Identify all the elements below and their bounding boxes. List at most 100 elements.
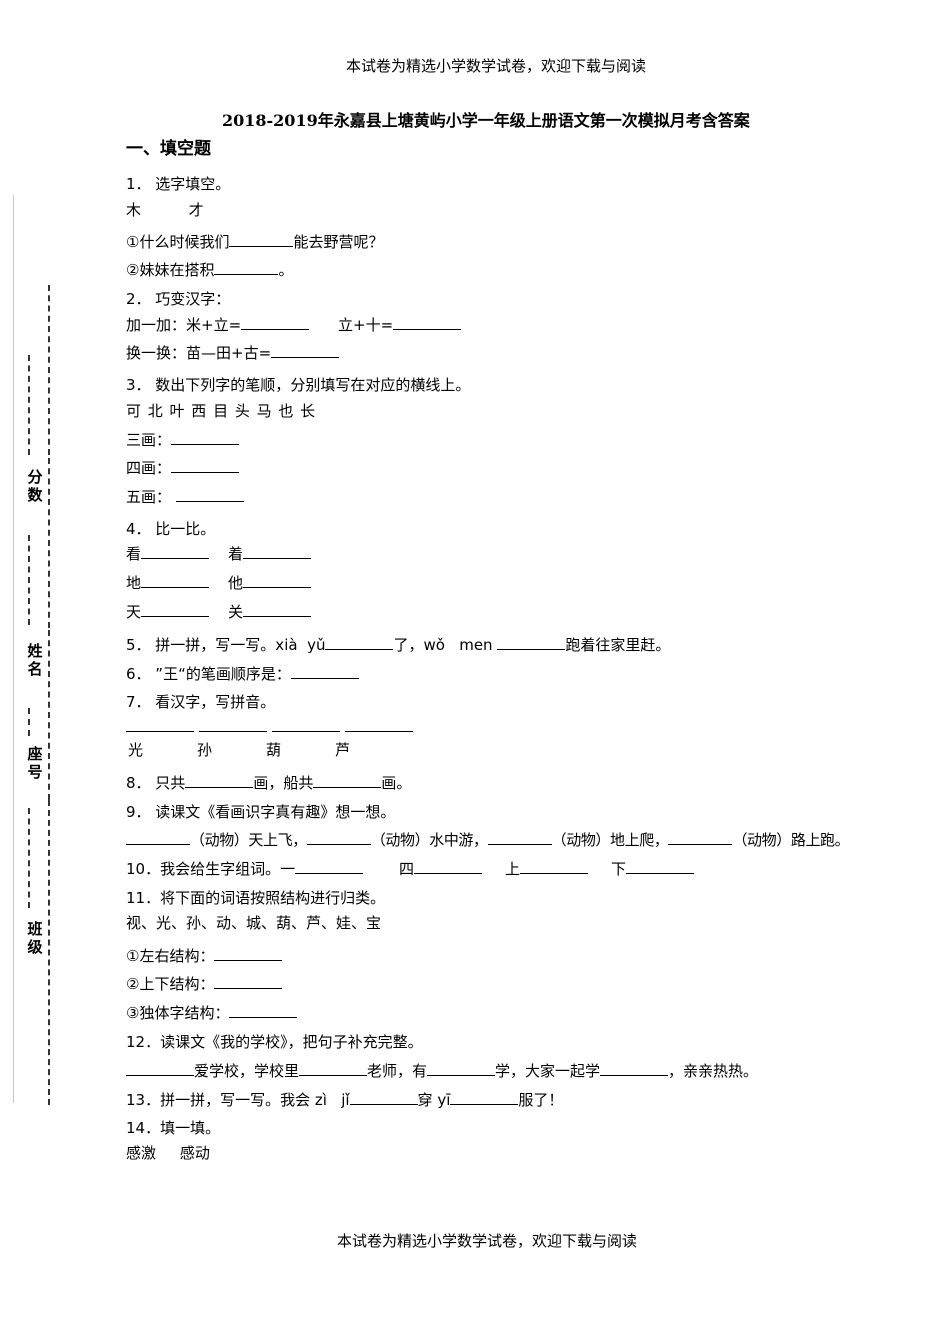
answer-blank[interactable] [185,773,254,788]
q4-r3a: 天 [126,603,142,621]
sidebar-score-label: 分数 [27,468,43,504]
q9-c: （动物）地上爬， [551,831,669,849]
q2-line-b: 立+十= [338,314,462,335]
q8-c: 画。 [381,774,412,792]
q11-l3: ③独体字结构： [126,1004,230,1022]
answer-blank[interactable] [306,830,371,845]
q3-line3: 五画： [126,486,244,507]
q3-l1: 三画： [126,431,172,449]
q10-b: 四 [399,860,415,878]
q4-row2: 地 [126,572,210,593]
answer-blank[interactable] [349,1090,418,1105]
q1-line1-a: ①什么时候我们 [126,233,230,251]
q10-c: 上 [505,860,521,878]
answer-blank[interactable] [393,315,462,330]
page-header: 本试卷为精选小学数学试卷，欢迎下载与阅读 [346,57,647,75]
q4-row2b: 他 [228,572,312,593]
q4-r1b: 着 [228,545,244,563]
q9-a: （动物）天上飞， [190,831,307,849]
answer-blank[interactable] [141,544,210,559]
answer-blank[interactable] [171,458,240,473]
q13-a: 13．拼一拼，写一写。我会 zì jǐ [126,1091,350,1109]
q4-r3b: 关 [228,603,244,621]
q3-chars: 可 北 叶 西 目 头 马 也 长 [126,402,317,420]
q12-b: 老师，有 [367,1062,428,1080]
answer-blank[interactable] [126,717,194,732]
answer-blank[interactable] [626,859,695,874]
answer-blank[interactable] [497,635,566,650]
q7-char-2: 孙 [197,741,213,759]
answer-blank[interactable] [243,602,312,617]
q4-row3b: 关 [228,601,312,622]
q1-line2-a: ②妹妹在搭积 [126,261,215,279]
answer-blank[interactable] [414,859,483,874]
q7-char-4: 芦 [335,741,351,759]
q3-l3: 五画： [126,488,172,506]
q4-r2a: 地 [126,574,142,592]
q9-prompt: 9． 读课文《看画识字真有趣》想一想。 [126,803,396,821]
answer-blank[interactable] [141,602,210,617]
answer-blank[interactable] [175,487,244,502]
answer-blank[interactable] [126,1061,194,1076]
page-footer: 本试卷为精选小学数学试卷，欢迎下载与阅读 [337,1232,638,1250]
q12-prompt: 12．读课文《我的学校》，把句子补充完整。 [126,1033,423,1051]
answer-blank[interactable] [243,573,312,588]
answer-blank[interactable] [214,260,279,275]
answer-blank[interactable] [450,1090,519,1105]
q1-prompt: 1． 选字填空。 [126,175,231,193]
answer-blank[interactable] [325,635,394,650]
answer-blank[interactable] [427,1061,496,1076]
q5-c: 跑着往家里赶。 [565,636,671,654]
q11-l2: ②上下结构： [126,975,215,993]
q10-line-b: 四 [399,858,483,879]
binding-line [13,195,14,1103]
answer-blank[interactable] [243,544,312,559]
q9-d: （动物）路上跑。 [732,831,850,849]
answer-blank[interactable] [313,773,382,788]
answer-blank[interactable] [126,830,190,845]
answer-blank[interactable] [345,717,414,732]
q9-line: （动物）天上飞，（动物）水中游，（动物）地上爬，（动物）路上跑。 [126,829,850,850]
answer-blank[interactable] [487,830,552,845]
answer-blank[interactable] [199,717,268,732]
q10-line-a: 10．我会给生字组词。一 [126,858,364,879]
answer-blank[interactable] [229,1003,298,1018]
answer-blank[interactable] [295,859,364,874]
q12-d: ，亲亲热热。 [668,1062,759,1080]
q11-line3: ③独体字结构： [126,1002,298,1023]
answer-blank[interactable] [600,1061,669,1076]
q4-row3: 天 [126,601,210,622]
answer-blank[interactable] [229,232,294,247]
q1-line1: ①什么时候我们 能去野营呢？ [126,231,383,252]
q11-prompt: 11．将下面的词语按照结构进行归类。 [126,889,386,907]
q2-line-c: 换一换：苗—田+古= [126,342,340,363]
answer-blank[interactable] [214,946,283,961]
q1-line1-b: 能去野营呢？ [293,233,384,251]
answer-blank[interactable] [171,430,240,445]
answer-blank[interactable] [272,717,341,732]
answer-blank[interactable] [141,573,210,588]
q12-a: 爱学校，学校里 [194,1062,300,1080]
answer-blank[interactable] [520,859,589,874]
q2-line-a: 加一加：米+立= [126,314,310,335]
q8-line: 8． 只共画，船共画。 [126,772,411,793]
answer-blank[interactable] [290,664,359,679]
q12-c: 学，大家一起学 [495,1062,601,1080]
q6-line: 6． ”王“的笔画顺序是： [126,663,359,684]
sidebar-seat-label: 座号 [27,745,43,781]
q11-line2: ②上下结构： [126,973,283,994]
q2-prompt: 2． 巧变汉字： [126,290,231,308]
answer-blank[interactable] [214,974,283,989]
answer-blank[interactable] [668,830,733,845]
q7-prompt: 7． 看汉字，写拼音。 [126,693,276,711]
q10-line-c: 上 [505,858,589,879]
answer-blank[interactable] [271,343,340,358]
q10-a: 10．我会给生字组词。一 [126,860,296,878]
q3-prompt: 3． 数出下列字的笔顺，分别填写在对应的横线上。 [126,376,471,394]
answer-blank[interactable] [299,1061,368,1076]
q11-line1: ①左右结构： [126,945,283,966]
q3-line2: 四画： [126,457,240,478]
answer-blank[interactable] [241,315,310,330]
